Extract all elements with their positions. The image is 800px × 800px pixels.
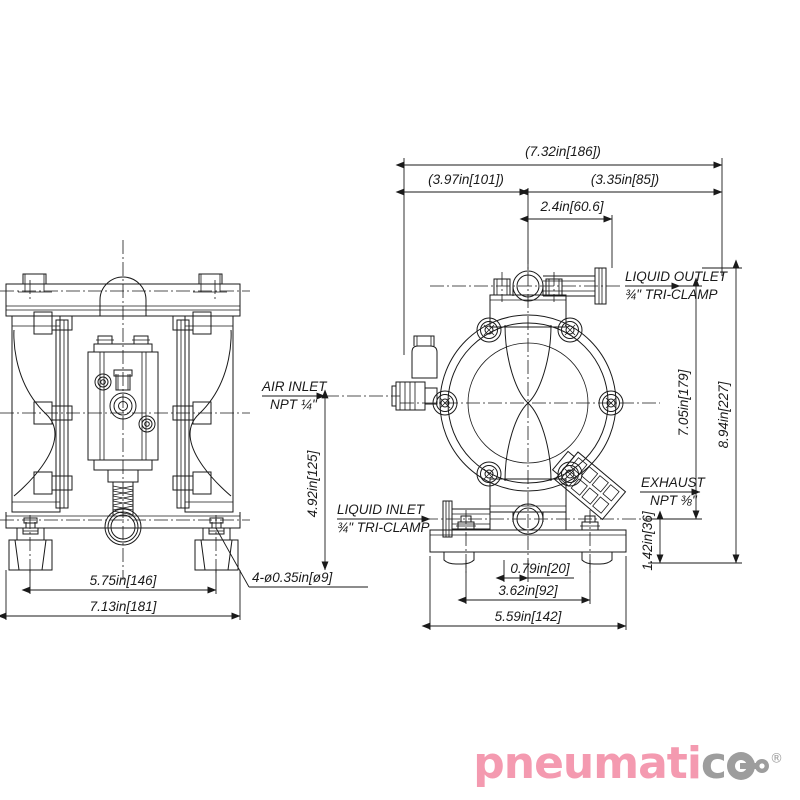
dim-right-inner-text: 7.05in[179] xyxy=(676,368,691,436)
dimension-outlet-offset: 2.4in[60.6] xyxy=(519,199,613,268)
callout-exhaust-line2: NPT ⅜" xyxy=(650,493,698,508)
front-elevation-view xyxy=(0,240,250,580)
side-elevation-view xyxy=(380,250,680,575)
front-left-chamber xyxy=(11,315,61,513)
dim-top-overall-text: (7.32in[186]) xyxy=(525,144,601,159)
logo-text-pink: pneumati xyxy=(473,738,702,789)
dimension-top-right-segment: (3.35in[85]) xyxy=(519,172,723,196)
dimension-right-overall: 8.94in[227] xyxy=(648,259,742,564)
callout-liquid-inlet-line1: LIQUID INLET xyxy=(337,502,426,517)
dim-top-right-text: (3.35in[85]) xyxy=(591,172,659,187)
dimension-base-width: 5.59in[142] xyxy=(421,556,627,630)
dim-base-bolt-span-text: 3.62in[92] xyxy=(498,583,559,598)
dimension-inlet-height: 4.92in[125] xyxy=(305,389,329,571)
dim-front-overall-width-text: 7.13in[181] xyxy=(90,599,158,614)
dim-top-left-text: (3.97in[101]) xyxy=(428,172,504,187)
callout-air-inlet-line2: NPT ¼" xyxy=(270,397,318,412)
callout-liquid-outlet-line2: ¾" TRI-CLAMP xyxy=(625,287,718,302)
callout-liquid-inlet: LIQUID INLET ¾" TRI-CLAMP xyxy=(337,502,431,535)
side-base-plate xyxy=(429,512,627,565)
dimension-top-left-segment: (3.97in[101]) xyxy=(395,172,529,270)
front-clamp-bolts xyxy=(33,311,212,495)
dim-base-height-text: 1.42in[36] xyxy=(640,510,655,571)
side-top-manifold-outlet xyxy=(489,267,607,328)
dimension-front-overall-width: 7.13in[181] xyxy=(0,570,241,620)
logo-text-grey: c xyxy=(700,738,727,789)
dimension-base-height: 1.42in[36] xyxy=(640,510,672,571)
logo-registered-mark: ® xyxy=(770,751,783,767)
dim-base-width-text: 5.59in[142] xyxy=(495,609,563,624)
front-view-centerlines xyxy=(0,240,250,580)
side-exhaust-muffler xyxy=(551,450,627,521)
dim-right-overall-text: 8.94in[227] xyxy=(716,380,731,448)
dimension-base-slot: 0.79in[20] xyxy=(495,560,574,582)
front-right-clamp-band xyxy=(176,319,190,509)
dimension-right-inner: 7.05in[179] xyxy=(648,277,702,520)
callout-air-inlet: AIR INLET NPT ¼" xyxy=(261,379,400,412)
callout-exhaust: EXHAUST NPT ⅜" xyxy=(640,475,707,508)
logo-fitting-icon xyxy=(727,752,769,780)
pneumatico-logo: pneumatic® xyxy=(473,742,783,786)
dim-base-slot-text: 0.79in[20] xyxy=(510,561,571,576)
callout-bolt-holes: 4-ø0.35in[ø9] xyxy=(215,527,368,588)
callout-liquid-outlet: LIQUID OUTLET ¾" TRI-CLAMP xyxy=(625,269,729,302)
callout-liquid-inlet-line2: ¾" TRI-CLAMP xyxy=(337,520,430,535)
callout-exhaust-line1: EXHAUST xyxy=(641,475,707,490)
callout-air-inlet-line1: AIR INLET xyxy=(261,379,328,394)
dim-front-bolt-span-text: 5.75in[146] xyxy=(90,573,158,588)
callout-bolt-holes-text: 4-ø0.35in[ø9] xyxy=(252,570,334,585)
dimension-front-bolt-span: 5.75in[146] xyxy=(21,570,217,594)
callout-liquid-outlet-line1: LIQUID OUTLET xyxy=(625,269,729,284)
front-left-clamp-band xyxy=(55,319,69,509)
front-right-chamber xyxy=(184,315,234,513)
dimension-base-bolt-span: 3.62in[92] xyxy=(457,560,591,604)
dim-outlet-offset-text: 2.4in[60.6] xyxy=(539,199,604,214)
side-air-inlet-fitting xyxy=(391,335,438,411)
dim-inlet-height-text: 4.92in[125] xyxy=(305,449,320,517)
